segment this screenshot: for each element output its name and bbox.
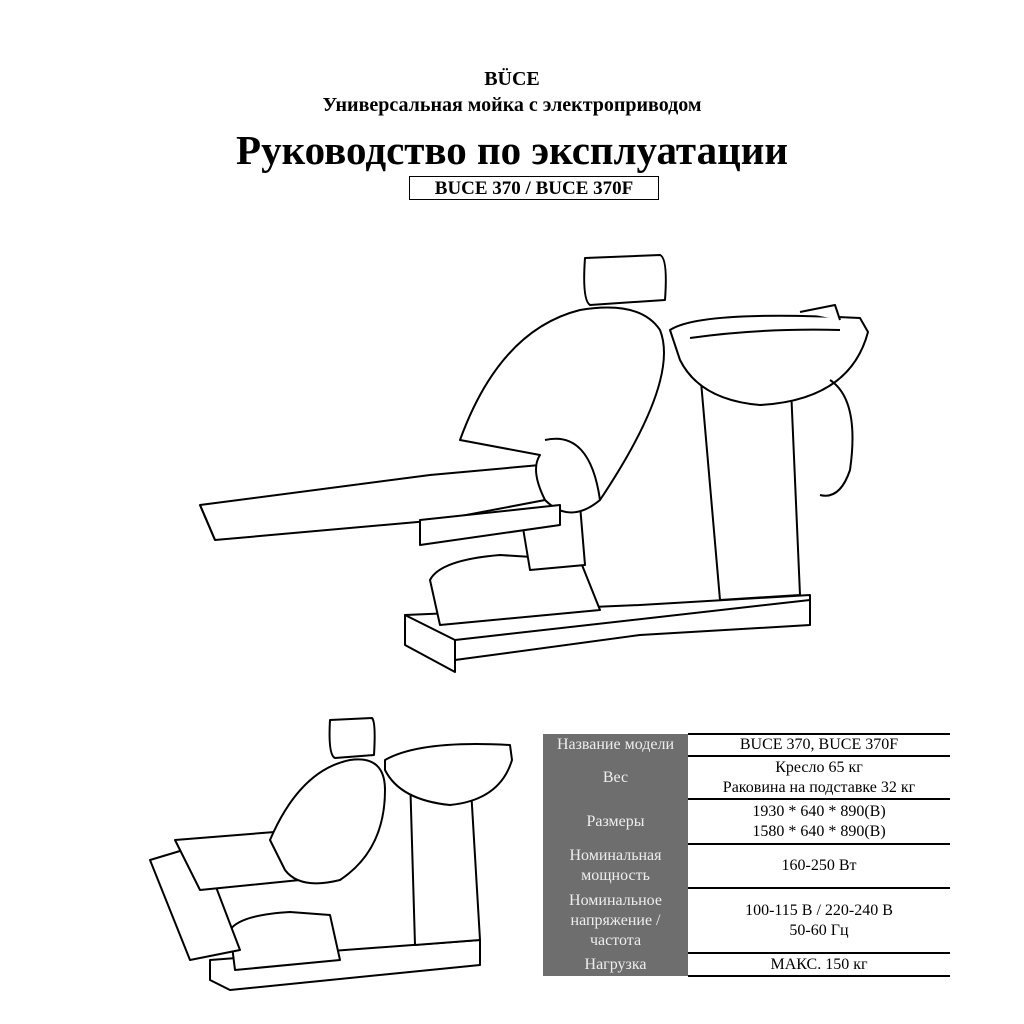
spec-row: Номинальная мощность 160-250 Вт [543, 843, 950, 888]
spec-label: Номинальная мощность [543, 844, 688, 888]
spec-value: 1930 * 640 * 890(В) 1580 * 640 * 890(В) [688, 798, 950, 844]
spec-value-line: BUCE 370, BUCE 370F [739, 736, 899, 753]
spec-value: МАКС. 150 кг [688, 952, 950, 977]
spec-value-line: 1580 * 640 * 890(В) [752, 822, 886, 840]
page-title: Руководство по эксплуатации [236, 127, 788, 173]
spec-label-line: Размеры [586, 812, 645, 830]
spec-label: Размеры [543, 799, 688, 844]
spec-value: 100-115 В / 220-240 В 50-60 Гц [688, 887, 950, 953]
spec-value-line: 1930 * 640 * 890(В) [752, 802, 886, 820]
spec-label-line: частота [589, 931, 642, 949]
spec-label: Название модели [543, 734, 688, 756]
spec-label-line: мощность [581, 867, 650, 884]
spec-value-line: 160-250 Вт [781, 857, 857, 874]
spec-label: Нагрузка [543, 953, 688, 976]
model-box: BUCE 370 / BUCE 370F [409, 176, 659, 200]
spec-label-line: Название модели [556, 736, 675, 753]
spec-value: Кресло 65 кг Раковина на подставке 32 кг [688, 755, 950, 799]
reclined-chair-illustration [149, 717, 513, 991]
spec-row: Название модели BUCE 370, BUCE 370F [543, 733, 950, 756]
spec-value-line: МАКС. 150 кг [770, 955, 868, 973]
spec-value: BUCE 370, BUCE 370F [688, 733, 950, 756]
spec-row: Номинальное напряжение / частота 100-115 В … [543, 887, 950, 953]
spec-label-line: Нагрузка [584, 955, 647, 973]
spec-row: Нагрузка МАКС. 150 кг [543, 952, 950, 977]
product-subtitle: Универсальная мойка с электроприводом [322, 94, 702, 116]
spec-label-line: Вес [602, 768, 629, 786]
spec-row: Вес Кресло 65 кг Раковина на подставке 32 … [543, 755, 950, 799]
spec-label-line: напряжение / [570, 911, 661, 929]
spec-table: Название модели BUCE 370, BUCE 370F Вес Кре… [543, 733, 950, 977]
spec-value-line: 100-115 В / 220-240 В [745, 901, 893, 919]
spec-value-line: 50-60 Гц [789, 921, 849, 939]
spec-label-line: Номинальная [569, 847, 662, 864]
spec-row: Размеры 1930 * 640 * 890(В) 1580 * 640 * 8… [543, 798, 950, 844]
spec-label: Номинальное напряжение / частота [543, 888, 688, 953]
main-chair-illustration [199, 254, 869, 673]
spec-value-line: Кресло 65 кг [775, 758, 863, 776]
brand-name: BÜCE [484, 68, 540, 90]
spec-label: Вес [543, 756, 688, 799]
spec-value: 160-250 Вт [688, 843, 950, 888]
spec-label-line: Номинальное [569, 891, 662, 909]
spec-value-line: Раковина на подставке 32 кг [722, 778, 916, 796]
